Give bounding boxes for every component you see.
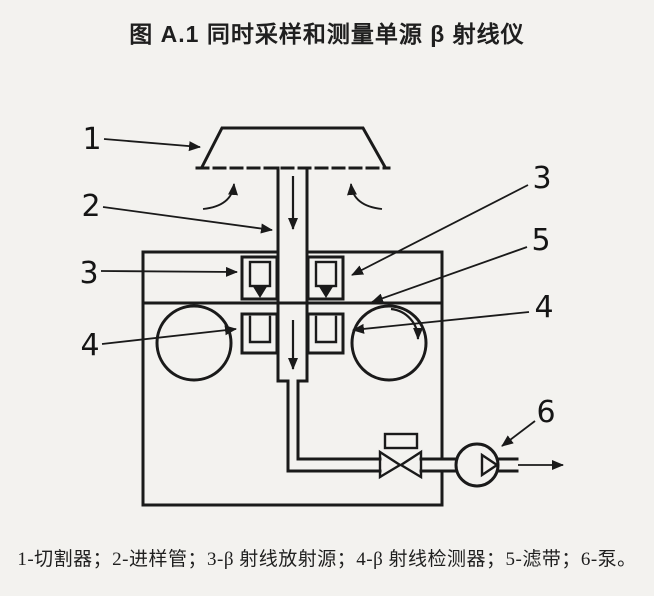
leader-line-4-right (352, 311, 530, 334)
drain-pipe (286, 379, 458, 473)
belt-reel-left (155, 304, 233, 382)
valve-right-triangle (398, 449, 423, 480)
beta-detector-right (306, 312, 345, 355)
source-emitter-icon (318, 285, 334, 298)
sample-tube (276, 166, 309, 383)
pump (454, 442, 500, 488)
reel-rotation-arrow (390, 307, 424, 340)
source-insert (314, 260, 338, 288)
detector-window (314, 315, 338, 344)
beta-detector-left (240, 312, 279, 355)
pump-body (454, 442, 500, 488)
exhaust-pipe (496, 457, 519, 473)
leader-line-1 (103, 138, 201, 152)
label-4-left: 4 (80, 328, 99, 363)
label-3-left: 3 (79, 256, 98, 291)
source-emitter-icon (252, 285, 268, 298)
label-4-right: 4 (534, 290, 553, 325)
airflow-arrow-right (347, 183, 383, 210)
pump-impeller-icon (480, 452, 500, 478)
detector-housing (306, 312, 345, 355)
leader-line-6 (501, 420, 536, 447)
leader-line-3-left (100, 266, 238, 277)
leader-line-3-right (351, 184, 529, 276)
housing-box (141, 250, 444, 507)
source-housing (306, 255, 345, 301)
belt-reel-right (350, 304, 428, 382)
label-2: 2 (81, 189, 100, 224)
beta-source-right (306, 255, 345, 301)
label-6: 6 (536, 395, 555, 430)
valve-left-triangle (378, 449, 403, 480)
detector-window (248, 315, 272, 344)
detector-housing (240, 312, 279, 355)
valve-actuator-box (383, 432, 419, 450)
cutter-hood-body (199, 126, 388, 170)
label-1: 1 (82, 122, 101, 157)
label-3-right: 3 (532, 161, 551, 196)
leader-line-5 (371, 246, 528, 304)
source-insert (248, 260, 272, 288)
beta-source-left (240, 255, 279, 301)
figure-caption: 1-切割器；2-进样管；3-β 射线放射源；4-β 射线检测器；5-滤带；6-泵… (17, 549, 637, 570)
cutter-hood (195, 126, 391, 170)
valve (378, 432, 423, 480)
leader-line-2 (102, 206, 273, 234)
leader-line-4-left (101, 325, 237, 345)
figure-title: 图 A.1 同时采样和测量单源 β 射线仪 (129, 21, 525, 47)
source-housing (240, 255, 279, 301)
label-5: 5 (531, 223, 550, 258)
airflow-arrow-left (202, 183, 238, 210)
